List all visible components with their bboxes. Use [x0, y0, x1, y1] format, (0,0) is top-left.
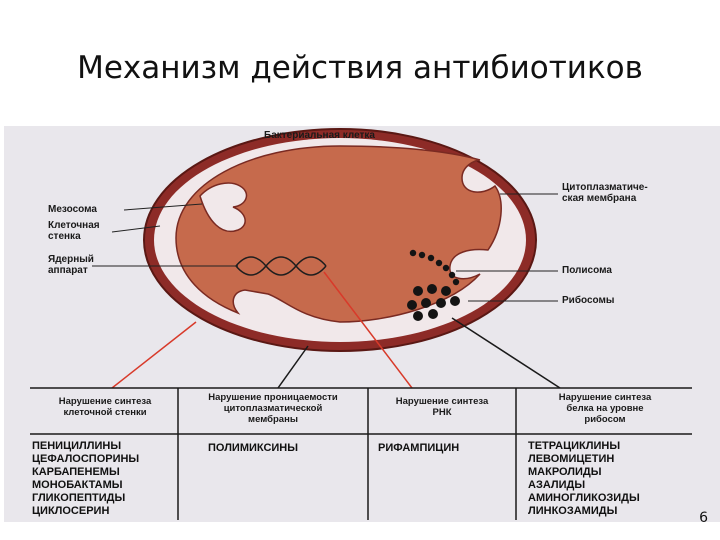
drug-item: ЦИКЛОСЕРИН [32, 505, 139, 518]
header-membrane: Нарушение проницаемости цитоплазматическ… [180, 392, 366, 425]
drug-list-rna: РИФАМПИЦИН [378, 442, 459, 455]
page-number: 6 [699, 510, 708, 526]
drug-list-membrane: ПОЛИМИКСИНЫ [208, 442, 298, 455]
header-protein-line2: белка на уровне [518, 403, 692, 414]
cytoplasm [176, 146, 501, 322]
drug-item: ГЛИКОПЕПТИДЫ [32, 492, 139, 505]
header-membrane-line1: Нарушение проницаемости [180, 392, 366, 403]
label-membrane-line1: Цитоплазматиче- [562, 182, 648, 193]
cell-title: Бактериальная клетка [264, 130, 375, 141]
label-cell-wall: Клеточная стенка [48, 220, 100, 242]
label-cell-wall-line2: стенка [48, 231, 100, 242]
header-protein-line3: рибосом [518, 414, 692, 425]
label-membrane-line2: ская мембрана [562, 193, 648, 204]
drug-item: КАРБАПЕНЕМЫ [32, 466, 139, 479]
header-cell-wall: Нарушение синтеза клеточной стенки [32, 396, 178, 418]
drug-item: АЗАЛИДЫ [528, 479, 640, 492]
label-nucleus-line2: аппарат [48, 265, 94, 276]
drug-item: ТЕТРАЦИКЛИНЫ [528, 440, 640, 453]
label-membrane: Цитоплазматиче- ская мембрана [562, 182, 648, 204]
label-nucleus: Ядерный аппарат [48, 254, 94, 276]
header-cell-wall-line1: Нарушение синтеза [32, 396, 178, 407]
drug-item: ЛЕВОМИЦЕТИН [528, 453, 640, 466]
drug-item: ЦЕФАЛОСПОРИНЫ [32, 453, 139, 466]
drug-item: ПОЛИМИКСИНЫ [208, 442, 298, 455]
drug-item: МОНОБАКТАМЫ [32, 479, 139, 492]
header-rna-line1: Нарушение синтеза [370, 396, 514, 407]
drug-list-protein: ТЕТРАЦИКЛИНЫ ЛЕВОМИЦЕТИН МАКРОЛИДЫ АЗАЛИ… [528, 440, 640, 518]
header-rna-line2: РНК [370, 407, 514, 418]
drug-item: АМИНОГЛИКОЗИДЫ [528, 492, 640, 505]
drug-item: ПЕНИЦИЛЛИНЫ [32, 440, 139, 453]
header-protein: Нарушение синтеза белка на уровне рибосо… [518, 392, 692, 425]
label-polysome: Полисома [562, 265, 612, 276]
header-rna: Нарушение синтеза РНК [370, 396, 514, 418]
label-ribosomes: Рибосомы [562, 295, 614, 306]
header-membrane-line3: мембраны [180, 414, 366, 425]
header-membrane-line2: цитоплазматической [180, 403, 366, 414]
header-cell-wall-line2: клеточной стенки [32, 407, 178, 418]
label-nucleus-line1: Ядерный [48, 254, 94, 265]
drug-item: МАКРОЛИДЫ [528, 466, 640, 479]
header-protein-line1: Нарушение синтеза [518, 392, 692, 403]
drug-item: РИФАМПИЦИН [378, 442, 459, 455]
drug-list-cell-wall: ПЕНИЦИЛЛИНЫ ЦЕФАЛОСПОРИНЫ КАРБАПЕНЕМЫ МО… [32, 440, 139, 518]
drug-item: ЛИНКОЗАМИДЫ [528, 505, 640, 518]
label-mesosome: Мезосома [48, 204, 97, 215]
label-cell-wall-line1: Клеточная [48, 220, 100, 231]
